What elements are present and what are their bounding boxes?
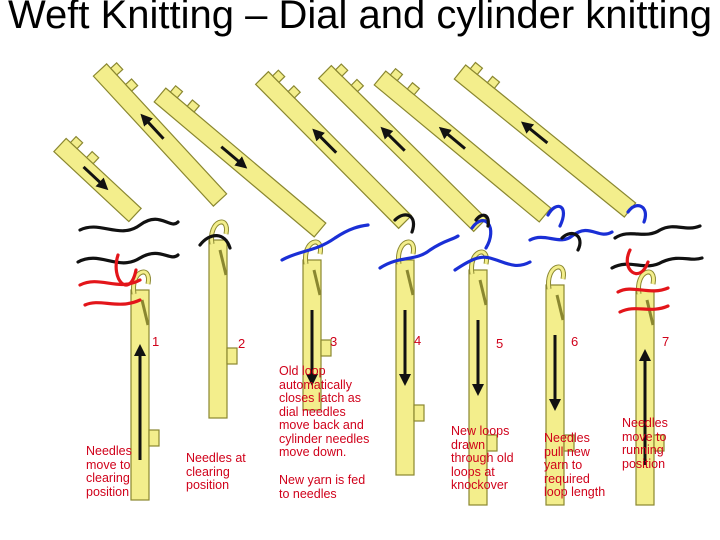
- new-yarn-5: [453, 255, 532, 272]
- stage-caption-2: Needles at clearing position: [186, 451, 246, 492]
- dial-arrow-3: [220, 145, 248, 169]
- old-loop-6: [560, 232, 582, 252]
- slide-title: Weft Knitting – Dial and cylinder knitti…: [7, 0, 713, 37]
- new-yarn-4: [378, 234, 460, 270]
- stage-number-2: 2: [238, 336, 246, 351]
- stage-caption-3: Old loop automatically closes latch as d…: [279, 364, 370, 459]
- stage-number-4: 4: [414, 333, 422, 348]
- dial-arrow-6: [438, 126, 466, 150]
- old-loop-4: [393, 213, 416, 234]
- new-yarn-6: [528, 228, 614, 242]
- cylinder-needle-4: [395, 239, 425, 476]
- stage-number-6: 6: [571, 334, 579, 349]
- old-yarn-7b: [610, 256, 704, 270]
- stage-number-1: 1: [152, 334, 160, 349]
- stage-caption-4: New yarn is fed to needles: [279, 473, 366, 501]
- new-loop-7: [626, 204, 647, 224]
- stage-caption-5: New loops drawn through old loops at kno…: [451, 424, 514, 492]
- stage-caption-1: Needles move to clearing position: [86, 444, 132, 499]
- red-loop-7: [625, 248, 650, 276]
- old-loop-5: [474, 213, 490, 228]
- dial-arrow-7: [520, 121, 549, 145]
- old-yarn-1: [78, 217, 180, 233]
- red-yarn-1: [78, 278, 142, 287]
- new-yarn-3: [280, 223, 370, 262]
- cylinder-needle-2: [208, 219, 238, 419]
- dial-arrow-4: [312, 128, 338, 154]
- old-yarn-1b: [76, 251, 180, 265]
- new-loop-6: [546, 204, 566, 228]
- stage-caption-6: Needles pull new yarn to required loop l…: [544, 431, 606, 499]
- dial-arrow-5: [380, 126, 406, 152]
- dial-arrow-1: [82, 165, 109, 191]
- red-yarn-7: [616, 286, 670, 294]
- stage-number-3: 3: [330, 334, 338, 349]
- stage-number-7: 7: [662, 334, 670, 349]
- cylinder-needle-1: [130, 269, 160, 501]
- stage-caption-7: Needles move to running position: [622, 416, 668, 471]
- dial-arrow-2: [140, 113, 165, 140]
- red-yarn-7b: [618, 304, 670, 314]
- red-loop-1: [114, 253, 138, 287]
- red-yarn-1b: [83, 298, 142, 307]
- old-yarn-7: [613, 224, 702, 240]
- stage-number-5: 5: [496, 336, 504, 351]
- old-loop-2: [198, 234, 232, 250]
